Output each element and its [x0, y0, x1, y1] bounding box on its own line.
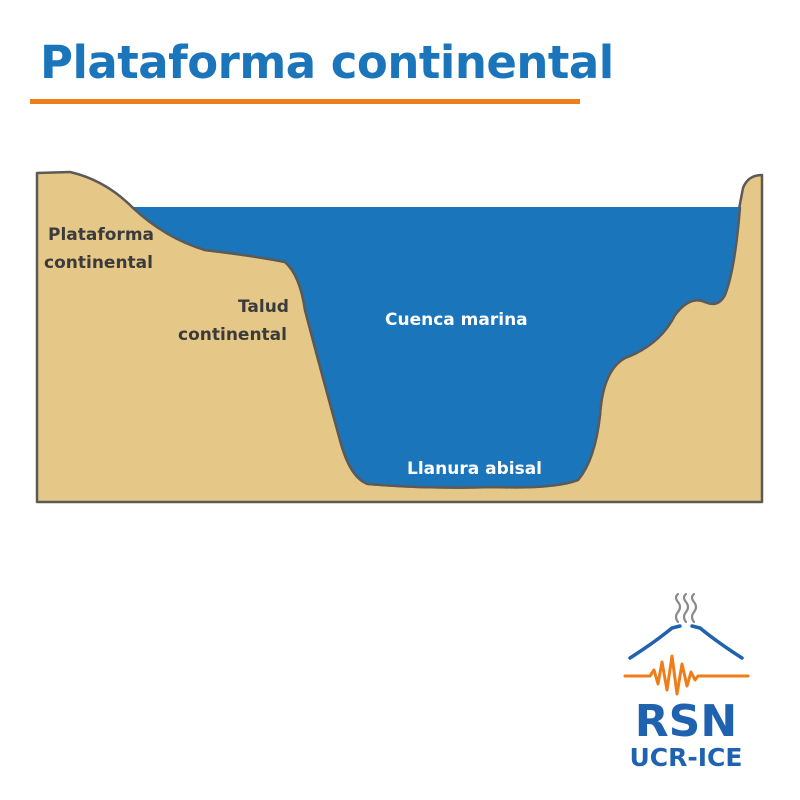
- volcano-icon: [628, 624, 744, 660]
- logo-rsn-text: RSN: [635, 696, 737, 747]
- title-underline: [30, 99, 580, 104]
- page-title: Plataforma continental: [40, 36, 614, 89]
- rsn-logo: RSN UCR-ICE: [623, 592, 750, 772]
- seismograph-icon: [623, 654, 750, 696]
- label-talud-line1: Talud: [238, 297, 289, 317]
- label-talud-line2: continental: [178, 325, 287, 345]
- ocean-water: [132, 207, 740, 488]
- label-cuenca-marina: Cuenca marina: [385, 310, 528, 330]
- label-plataforma-line2: continental: [44, 253, 153, 273]
- label-plataforma-line1: Plataforma: [48, 225, 154, 245]
- volcano-smoke-icon: [674, 592, 698, 624]
- logo-ucr-ice-text: UCR-ICE: [629, 743, 742, 772]
- seafloor-outline: [131, 206, 742, 489]
- label-llanura-abisal: Llanura abisal: [407, 459, 542, 479]
